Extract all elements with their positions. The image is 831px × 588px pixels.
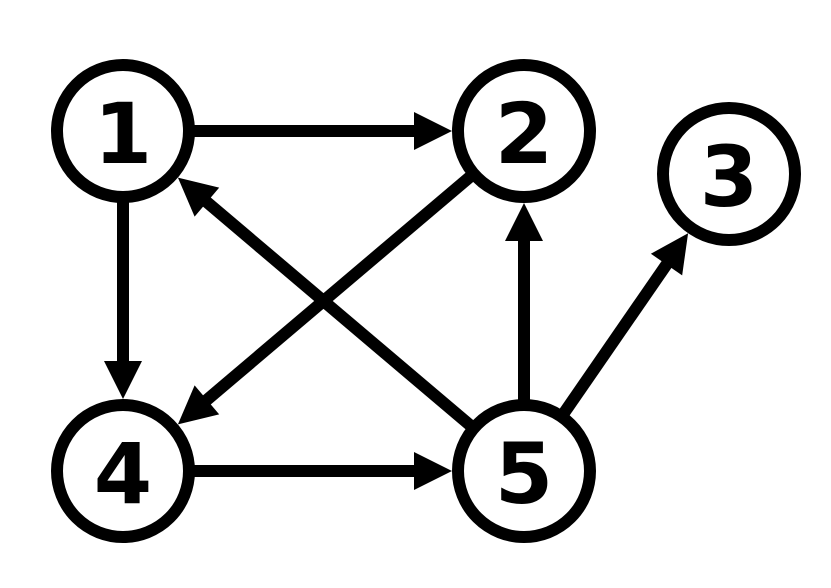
arrowhead	[177, 177, 220, 217]
arrowhead	[505, 203, 543, 241]
node-circle	[51, 399, 195, 543]
node-label: 4	[94, 425, 152, 523]
node-4: 4	[51, 399, 195, 543]
edge-5-to-1	[177, 177, 475, 431]
arrowhead	[414, 452, 452, 490]
edge-line	[201, 196, 475, 431]
arrowhead	[177, 385, 220, 425]
node-label: 3	[700, 128, 758, 226]
node-1: 1	[51, 59, 195, 203]
node-circle	[657, 102, 801, 246]
edge-line	[558, 259, 673, 417]
arrowhead	[104, 361, 142, 399]
node-label: 1	[94, 85, 152, 183]
edges-layer	[104, 112, 689, 490]
arrowhead	[414, 112, 452, 150]
edge-5-to-2	[505, 203, 543, 401]
edge-2-to-4	[177, 171, 475, 425]
edge-line	[201, 171, 475, 406]
node-3: 3	[657, 102, 801, 246]
edge-4-to-5	[193, 452, 452, 490]
edge-5-to-3	[558, 233, 689, 417]
node-label: 5	[495, 425, 553, 523]
node-circle	[51, 59, 195, 203]
node-2: 2	[452, 59, 596, 203]
node-circle	[452, 399, 596, 543]
nodes-layer: 1 2 3 4 5	[51, 59, 801, 543]
node-label: 2	[495, 85, 553, 183]
arrowhead	[650, 233, 689, 276]
node-5: 5	[452, 399, 596, 543]
node-circle	[452, 59, 596, 203]
edge-1-to-2	[193, 112, 452, 150]
edge-1-to-4	[104, 201, 142, 399]
